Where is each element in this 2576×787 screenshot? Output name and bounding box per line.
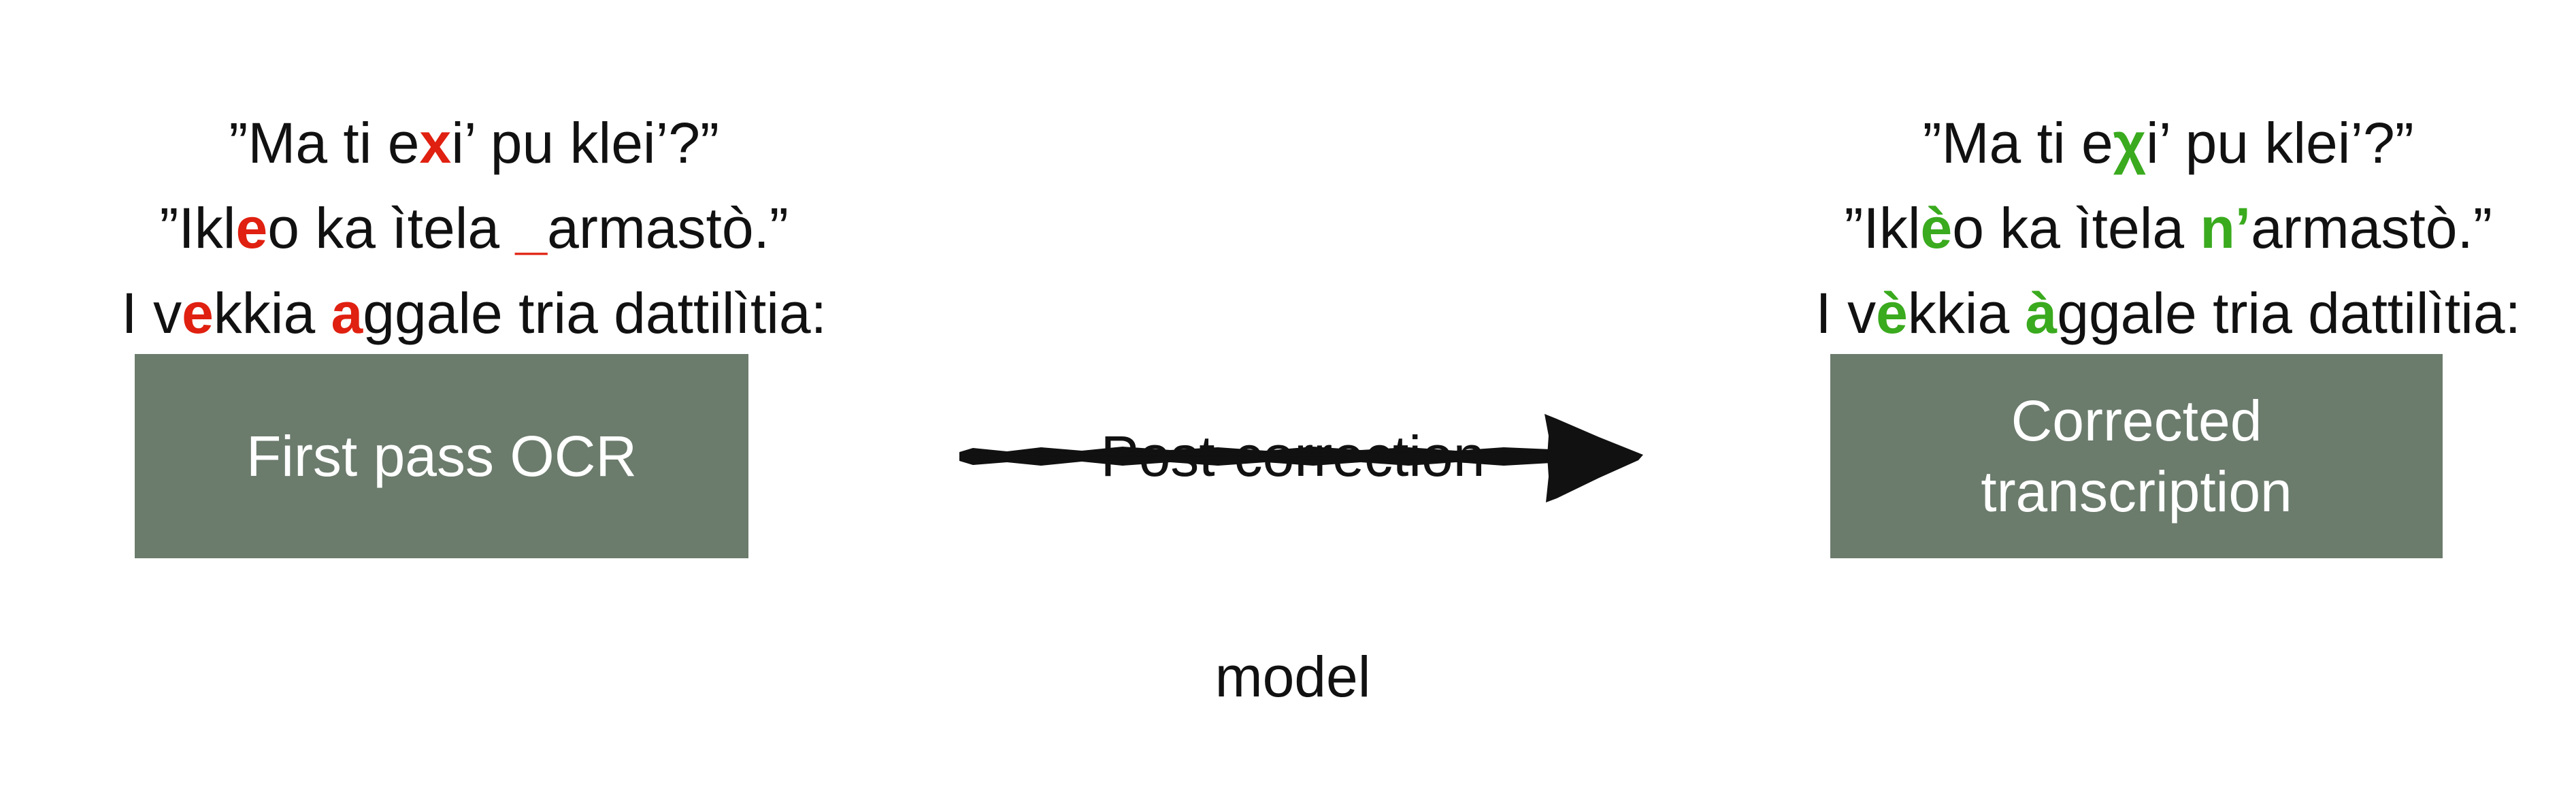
text-segment: armastò.”: [2251, 196, 2492, 260]
text-segment: o ka ìtela: [267, 196, 516, 260]
box-label-line-1: Corrected: [2011, 389, 2262, 453]
text-segment: armastò.”: [547, 196, 789, 260]
text-segment: o ka ìtela: [1952, 196, 2200, 260]
text-segment: ”Ma ti e: [229, 111, 420, 175]
text-segment: ggale tria dattilìtia:: [2057, 281, 2521, 345]
text-segment: I v: [121, 281, 182, 345]
arrow-shaft-texture: [964, 451, 1547, 461]
text-segment: kkia: [1907, 281, 2026, 345]
ocr-text-line-3: I vekkia aggale tria dattilìtia:: [58, 211, 827, 415]
ocr-error-char: e: [182, 281, 214, 345]
ocr-text-line-1: ”Ma ti exi’ pu klei’?”: [165, 41, 719, 245]
text-segment: i’ pu klei’?”: [2146, 111, 2414, 175]
text-segment: I v: [1815, 281, 1877, 345]
text-segment: ”Ma ti e: [1922, 111, 2113, 175]
text-segment: ggale tria dattilìtia:: [363, 281, 827, 345]
arrow-label: Post-correction model: [1101, 272, 1485, 787]
text-segment: kkia: [213, 281, 331, 345]
corrected-text-line-1: ”Ma ti eχi’ pu klei’?”: [1859, 41, 2414, 245]
ocr-error-char: _: [515, 196, 548, 260]
corrected-char: χ: [2113, 111, 2147, 175]
text-segment: ”Ikl: [159, 196, 236, 260]
box-label-line-2: transcription: [1981, 460, 2292, 524]
corrected-char: è: [1876, 281, 1908, 345]
right-arrow-icon: [959, 414, 1643, 502]
box-label: First pass OCR: [246, 424, 638, 488]
corrected-char: à: [2025, 281, 2058, 345]
ocr-error-char: e: [235, 196, 268, 260]
corrected-transcription-box: Corrected transcription: [1830, 354, 2443, 558]
text-segment: i’ pu klei’?”: [451, 111, 719, 175]
corrected-char: è: [1920, 196, 1953, 260]
ocr-error-char: x: [419, 111, 452, 175]
ocr-text-line-2: ”Ikleo ka ìtela _armastò.”: [96, 126, 789, 330]
corrected-char: n’: [2200, 196, 2251, 260]
ocr-error-char: a: [331, 281, 363, 345]
text-segment: ”Ikl: [1844, 196, 1921, 260]
arrow-head: [1545, 414, 1643, 502]
box-label: Corrected transcription: [1981, 385, 2292, 527]
corrected-text-line-3: I vèkkia àggale tria dattilìtia:: [1752, 211, 2521, 415]
corrected-text-line-2: ”Iklèo ka ìtela n’armastò.”: [1781, 126, 2492, 330]
first-pass-ocr-box: First pass OCR: [135, 354, 748, 558]
arrow-label-line-2: model: [1215, 645, 1371, 709]
